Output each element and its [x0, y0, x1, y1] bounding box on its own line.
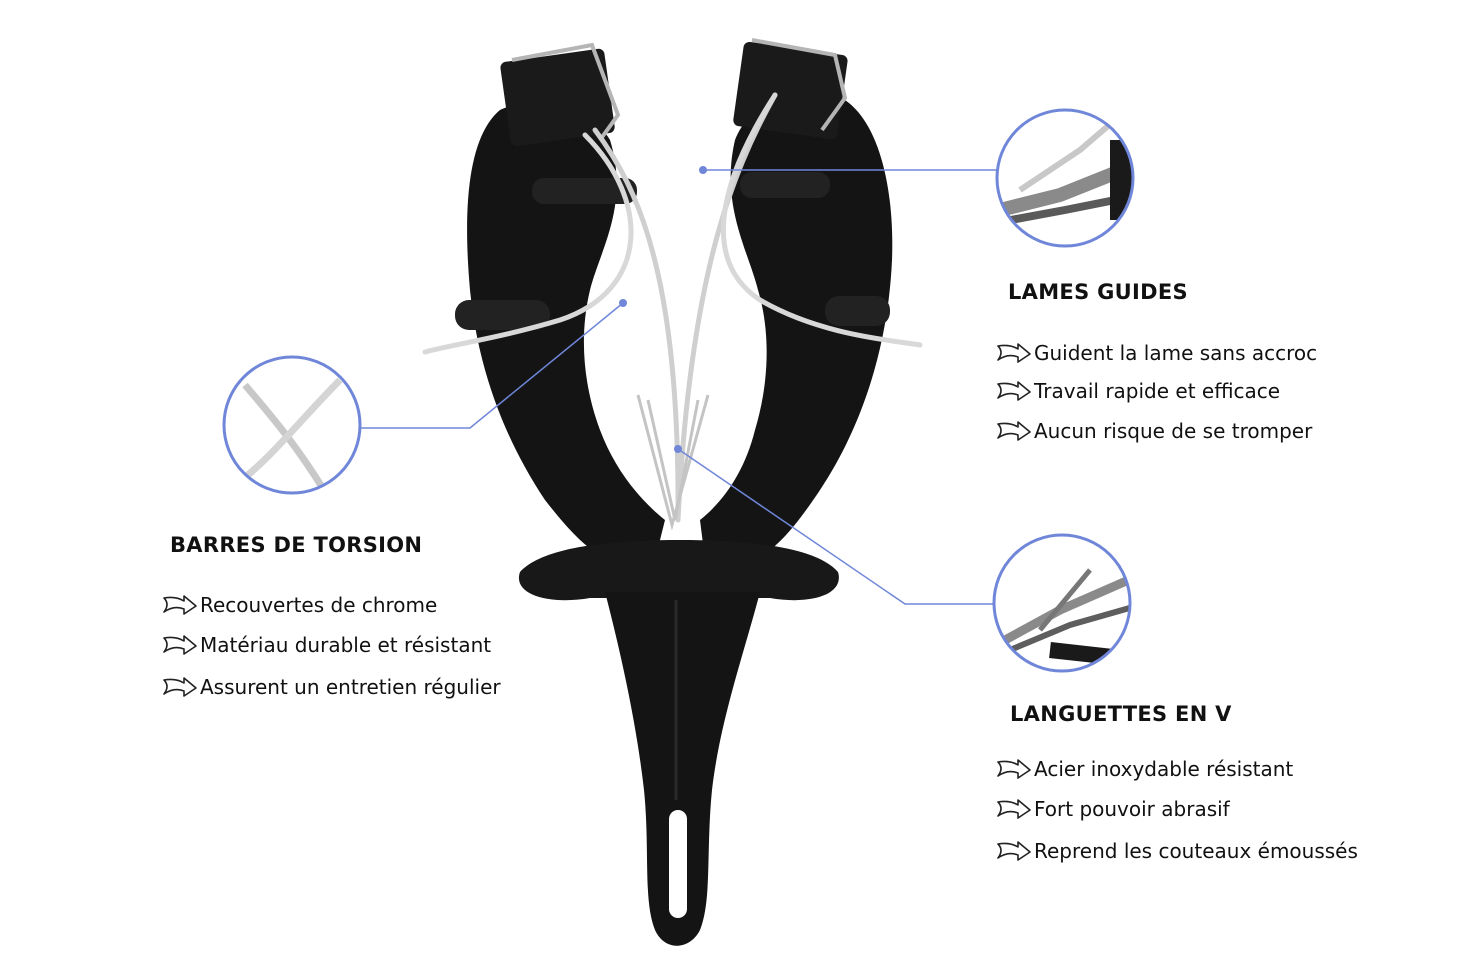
outline-arrow-icon [997, 759, 1031, 779]
zoom-circle-icon [222, 355, 362, 495]
callout-lines [360, 169, 997, 605]
zoom-circle-icon [995, 108, 1135, 248]
list-item: Matériau durable et résistant [162, 632, 491, 658]
outline-arrow-icon [997, 841, 1031, 861]
feature-text: Acier inoxydable résistant [1034, 757, 1294, 781]
outline-arrow-icon [997, 799, 1031, 819]
list-item: Recouvertes de chrome [162, 592, 437, 618]
zoom-circle-icon [992, 533, 1132, 673]
list-item: Assurent un entretien régulier [162, 674, 501, 700]
feature-text: Aucun risque de se tromper [1034, 419, 1313, 443]
feature-text: Reprend les couteaux émoussés [1034, 839, 1358, 863]
outline-arrow-icon [163, 595, 197, 615]
feature-text: Guident la lame sans accroc [1034, 341, 1318, 365]
feature-text: Assurent un entretien régulier [200, 675, 501, 699]
feature-text: Fort pouvoir abrasif [1034, 797, 1230, 821]
feature-text: Travail rapide et efficace [1034, 379, 1281, 403]
barres-torsion-title: BARRES DE TORSION [170, 533, 423, 557]
outline-arrow-icon [997, 343, 1031, 363]
outline-arrow-icon [997, 421, 1031, 441]
feature-text: Matériau durable et résistant [200, 633, 492, 657]
list-item: Aucun risque de se tromper [996, 418, 1312, 444]
list-item: Acier inoxydable résistant [996, 756, 1293, 782]
sharpener-body [455, 38, 893, 946]
outline-arrow-icon [997, 381, 1031, 401]
list-item: Fort pouvoir abrasif [996, 796, 1230, 822]
lames-guides-title: LAMES GUIDES [1008, 280, 1188, 304]
outline-arrow-icon [163, 677, 197, 697]
languettes-v-title: LANGUETTES EN V [1010, 702, 1232, 726]
callout-dots [619, 166, 707, 453]
feature-text: Recouvertes de chrome [200, 593, 438, 617]
list-item: Travail rapide et efficace [996, 378, 1280, 404]
torsion-bars [422, 92, 923, 523]
list-item: Guident la lame sans accroc [996, 340, 1317, 366]
list-item: Reprend les couteaux émoussés [996, 838, 1358, 864]
v-tabs [636, 394, 710, 531]
outline-arrow-icon [163, 635, 197, 655]
